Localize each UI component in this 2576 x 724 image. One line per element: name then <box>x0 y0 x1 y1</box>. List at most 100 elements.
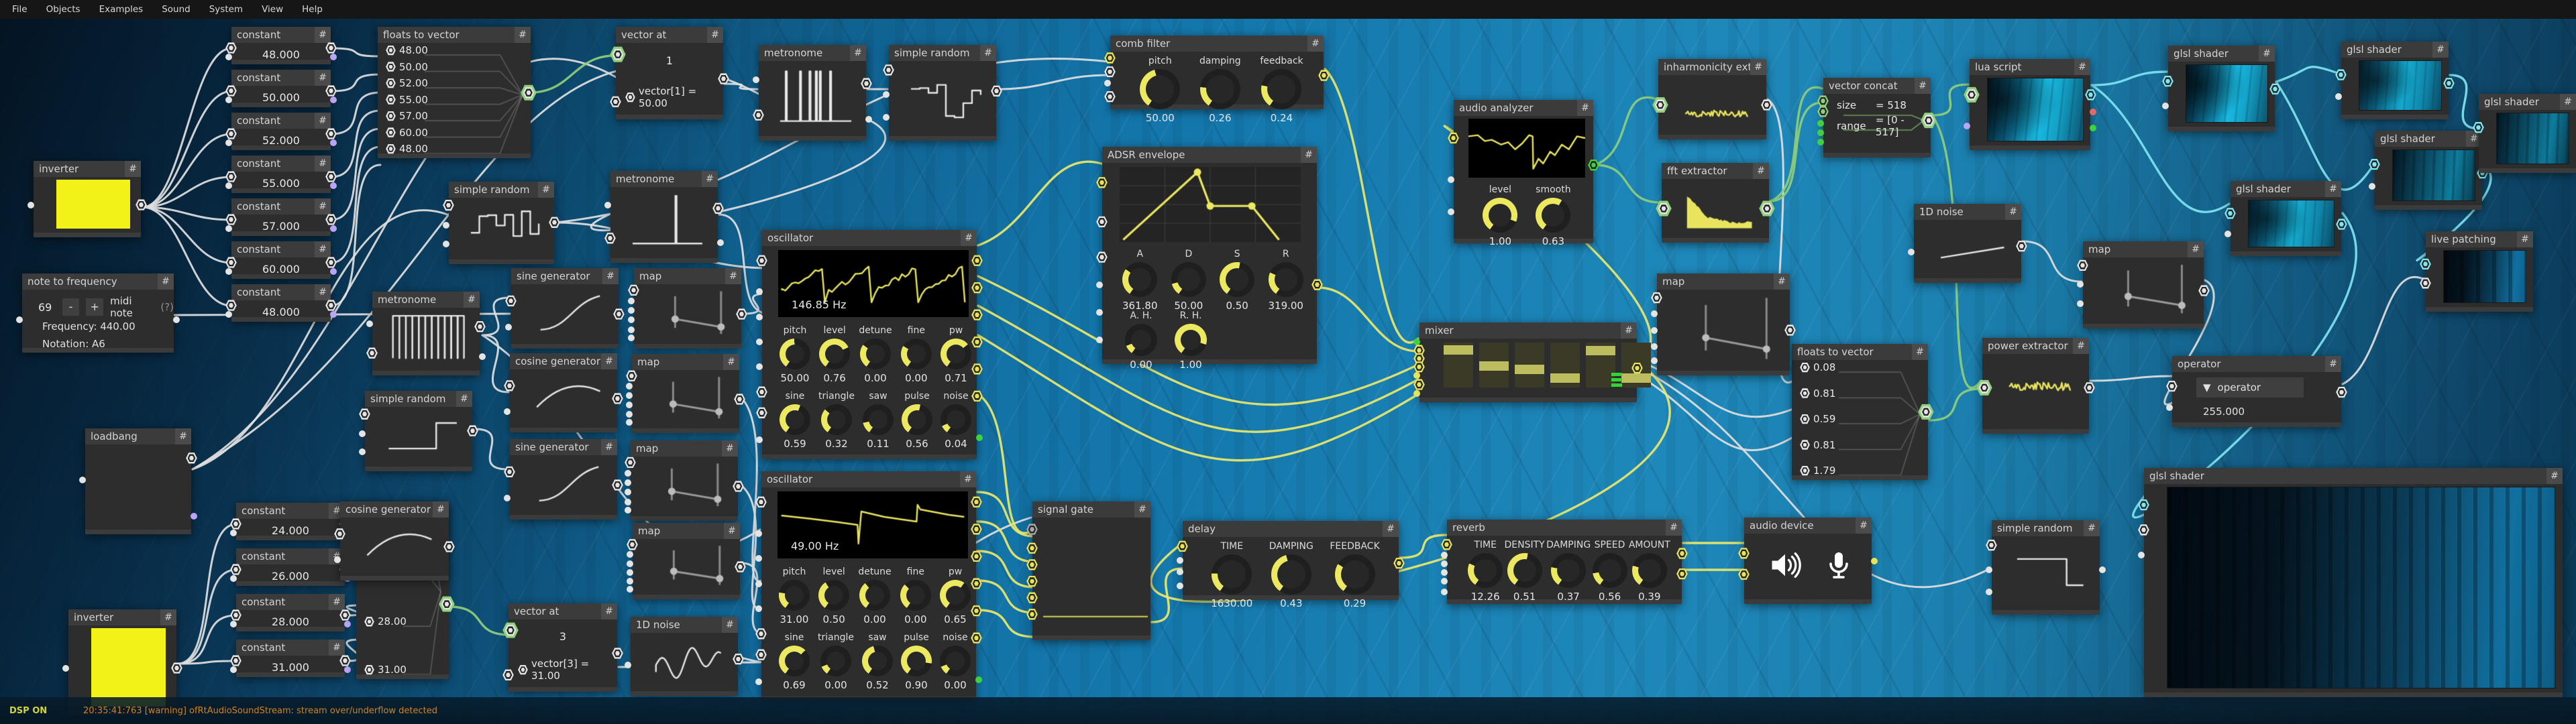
fader-handle[interactable] <box>1621 373 1651 383</box>
node-sine-generator-1[interactable]: sine generator# <box>505 268 625 349</box>
port-dot[interactable] <box>975 676 982 684</box>
node-number-badge[interactable]: # <box>1383 521 1399 537</box>
port-dot[interactable] <box>627 568 633 576</box>
port[interactable] <box>386 45 396 56</box>
port[interactable] <box>1986 540 1997 551</box>
port[interactable] <box>1800 465 1810 476</box>
node-number-badge[interactable]: # <box>1753 163 1769 179</box>
port-dot[interactable] <box>1871 558 1878 565</box>
port[interactable] <box>610 46 626 62</box>
knob-smooth[interactable] <box>1536 198 1571 233</box>
port[interactable] <box>604 233 616 244</box>
node-number-badge[interactable]: # <box>1621 322 1637 339</box>
node-number-badge[interactable]: # <box>464 292 480 308</box>
port-dot[interactable] <box>330 182 337 190</box>
port-dot[interactable] <box>1651 310 1658 318</box>
port[interactable] <box>230 655 241 666</box>
node-map-2[interactable]: map# <box>626 354 745 433</box>
node-noise-1d-2[interactable]: 1D noise# <box>625 617 744 696</box>
port-dot[interactable] <box>604 201 611 208</box>
port[interactable] <box>1026 575 1038 587</box>
patch-cable[interactable] <box>2090 70 2168 86</box>
mixer-fader[interactable] <box>1444 343 1473 387</box>
port[interactable] <box>549 217 560 228</box>
port[interactable] <box>2224 208 2236 219</box>
knob-amount[interactable] <box>1631 553 1667 588</box>
port-dot[interactable] <box>1964 122 1970 129</box>
port[interactable] <box>610 96 621 107</box>
port[interactable] <box>334 528 345 540</box>
port[interactable] <box>325 300 337 311</box>
patch-cable[interactable] <box>141 206 233 264</box>
vector-item[interactable]: 48.00 <box>386 143 428 155</box>
port-dot[interactable] <box>625 469 631 477</box>
node-number-badge[interactable]: # <box>850 45 866 61</box>
port[interactable] <box>1393 557 1405 569</box>
port-dot[interactable] <box>1413 371 1420 379</box>
node-number-badge[interactable]: # <box>2517 231 2533 247</box>
port-dot[interactable] <box>225 225 232 233</box>
port[interactable] <box>1096 177 1108 188</box>
port[interactable] <box>171 662 182 674</box>
port[interactable] <box>1104 90 1116 103</box>
node-number-badge[interactable]: # <box>601 603 617 619</box>
port[interactable] <box>1413 379 1425 390</box>
port-dot[interactable] <box>756 313 763 320</box>
patch-cable[interactable] <box>176 523 237 665</box>
port-dot[interactable] <box>625 489 631 496</box>
node-number-badge[interactable]: # <box>515 27 531 43</box>
patch-cable[interactable] <box>329 91 382 135</box>
increment-button[interactable]: + <box>86 298 104 316</box>
port-dot[interactable] <box>976 434 983 442</box>
node-constant-1[interactable]: constant#48.000 <box>225 27 337 64</box>
knob-pitch[interactable] <box>1140 69 1181 109</box>
knob-time[interactable] <box>1468 553 1503 588</box>
menu-item-objects[interactable]: Objects <box>46 4 80 15</box>
port[interactable] <box>2335 69 2347 80</box>
node-map-1[interactable]: map# <box>628 268 747 349</box>
node-constant-10[interactable]: constant#28.000 <box>230 594 351 631</box>
node-number-badge[interactable]: # <box>601 353 617 369</box>
patch-cable[interactable] <box>176 614 237 665</box>
port[interactable] <box>613 308 625 320</box>
menu-item-system[interactable]: System <box>209 4 244 15</box>
speaker-icon[interactable] <box>1768 548 1803 583</box>
port[interactable] <box>625 92 635 103</box>
port[interactable] <box>1104 66 1116 78</box>
port[interactable] <box>1761 99 1772 111</box>
operator-select[interactable]: ▼operator <box>2196 377 2304 398</box>
port[interactable] <box>735 561 746 572</box>
menu-item-file[interactable]: File <box>12 4 28 15</box>
node-number-badge[interactable]: # <box>329 594 345 610</box>
port[interactable] <box>1759 200 1775 217</box>
patch-cable[interactable] <box>723 82 759 90</box>
node-constant-8[interactable]: constant#24.000 <box>230 503 351 540</box>
port[interactable] <box>325 171 337 182</box>
port[interactable] <box>366 347 378 359</box>
constant-value[interactable]: 57.000 <box>262 220 300 233</box>
patch-cable[interactable] <box>1150 567 1184 623</box>
port-dot[interactable] <box>1177 556 1183 564</box>
node-number-badge[interactable]: # <box>2074 59 2090 75</box>
node-number-badge[interactable]: # <box>1666 520 1682 536</box>
port[interactable] <box>2084 382 2095 394</box>
fader-handle[interactable] <box>1550 373 1580 383</box>
port-dot[interactable] <box>2077 300 2084 308</box>
port[interactable] <box>359 408 370 420</box>
port[interactable] <box>1800 362 1810 373</box>
node-map-3[interactable]: map# <box>625 440 744 521</box>
port[interactable] <box>364 664 374 675</box>
port-dot[interactable] <box>625 507 631 514</box>
patch-cable[interactable] <box>141 47 233 208</box>
port-dot[interactable] <box>1986 588 1992 595</box>
port[interactable] <box>386 78 396 88</box>
patch-cable[interactable] <box>1324 68 1419 344</box>
node-number-badge[interactable]: # <box>433 501 449 518</box>
port[interactable] <box>1676 568 1688 580</box>
port[interactable] <box>612 393 623 404</box>
port-dot[interactable] <box>628 326 635 333</box>
knob-fine[interactable] <box>900 580 931 611</box>
port-dot[interactable] <box>628 297 635 304</box>
node-number-badge[interactable]: # <box>2005 204 2021 220</box>
